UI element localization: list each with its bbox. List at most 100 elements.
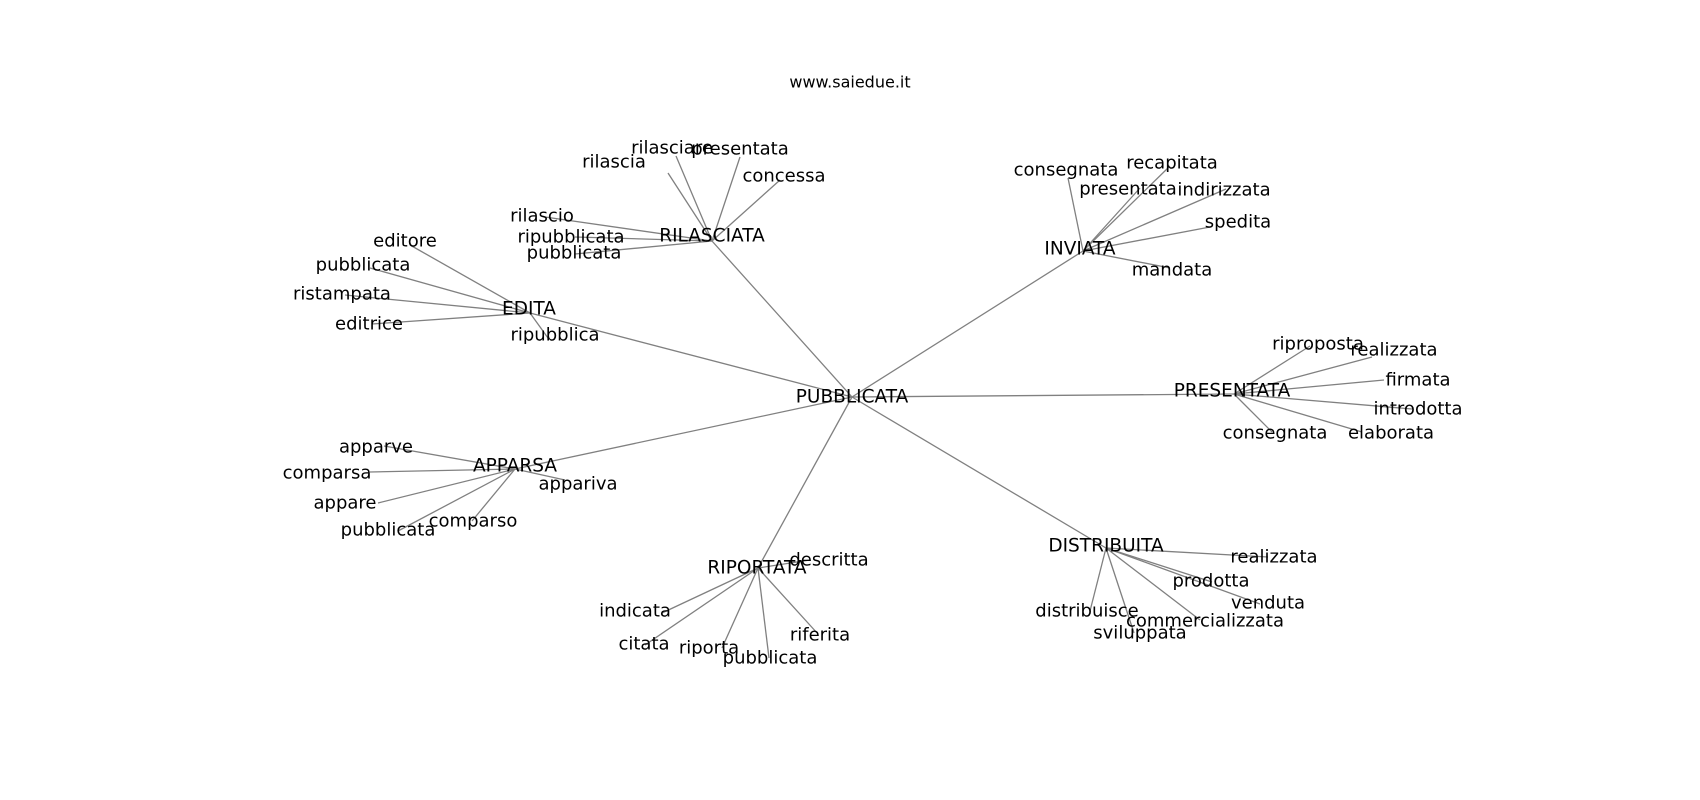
edge-2-1: [1082, 165, 1171, 252]
edge-1-1: [369, 267, 531, 314]
edge-2-3: [1082, 188, 1227, 252]
edge-2-5: [1082, 250, 1171, 269]
edge-5-1: [661, 567, 759, 614]
leaf-node-label: appariva: [539, 474, 618, 495]
leaf-node-label: realizzata: [1230, 547, 1317, 568]
leaf-node-label: presentata: [691, 139, 789, 160]
leaf-node-label: pubblicata: [316, 255, 411, 276]
branch-node-label: RIPORTATA: [707, 558, 806, 579]
edge-3-1: [1233, 356, 1373, 395]
leaf-node-label: elaborata: [1348, 423, 1434, 444]
leaf-node-label: editore: [373, 231, 437, 252]
edge-0-0: [667, 172, 713, 242]
branch-node-label: APPARSA: [473, 456, 557, 477]
leaf-node-label: indirizzata: [1177, 180, 1270, 201]
edge-4-4: [471, 468, 516, 522]
leaf-node-label: venduta: [1231, 593, 1305, 614]
edge-2-4: [1082, 226, 1211, 252]
edge-0-3: [711, 179, 781, 242]
leaf-node-label: prodotta: [1172, 571, 1249, 592]
edge-6-0: [1105, 547, 1269, 558]
edge-root-1: [529, 312, 853, 398]
graph-edges: [344, 155, 1413, 659]
leaf-node-label: firmata: [1385, 370, 1450, 391]
leaf-node-label: presentata: [1079, 179, 1177, 200]
edge-4-1: [369, 468, 516, 473]
leaf-node-label: comparsa: [283, 463, 372, 484]
edge-root-4: [514, 396, 853, 470]
leaf-node-label: comparso: [429, 511, 518, 532]
leaf-node-label: realizzata: [1350, 340, 1437, 361]
leaf-node-label: consegnata: [1223, 423, 1328, 444]
root-node-label: PUBBLICATA: [796, 387, 909, 408]
leaf-node-label: rilascio: [510, 206, 574, 227]
leaf-node-label: distribuisce: [1035, 601, 1138, 622]
leaf-node-label: pubblicata: [723, 648, 818, 669]
leaf-node-label: recapitata: [1126, 153, 1218, 174]
leaf-node-label: spedita: [1205, 212, 1271, 233]
leaf-node-label: commercializzata: [1126, 611, 1284, 632]
edge-root-5: [757, 396, 853, 569]
edge-5-4: [757, 567, 770, 659]
edge-5-5: [757, 567, 819, 635]
edge-1-3: [371, 312, 531, 325]
leaf-node-label: sviluppata: [1093, 623, 1186, 644]
leaf-node-label: editrice: [335, 314, 403, 335]
edge-4-5: [514, 468, 566, 481]
edge-0-2: [711, 156, 741, 242]
edge-4-2: [377, 468, 516, 504]
edge-5-2: [644, 567, 759, 646]
leaf-node-label: indicata: [599, 601, 671, 622]
leaf-node-label: introdotta: [1373, 399, 1462, 420]
leaf-node-label: concessa: [742, 166, 825, 187]
leaf-node-label: ripubblica: [510, 325, 599, 346]
leaf-node-label: rilasciare: [631, 138, 713, 159]
edge-3-0: [1233, 345, 1311, 395]
edge-4-0: [383, 445, 516, 470]
branch-node-label: EDITA: [502, 299, 556, 320]
graph-nodes: PUBBLICATARILASCIATArilasciarilasciarepr…: [283, 138, 1463, 669]
leaf-node-label: descritta: [789, 550, 868, 571]
site-title: www.saiedue.it: [789, 73, 910, 92]
edge-1-2: [344, 294, 531, 314]
leaf-node-label: consegnata: [1014, 160, 1119, 181]
edge-3-5: [1233, 393, 1363, 433]
edge-0-1: [675, 155, 713, 242]
edge-3-4: [1233, 393, 1273, 433]
leaf-node-label: mandata: [1132, 260, 1213, 281]
leaf-node-label: pubblicata: [341, 520, 436, 541]
leaf-node-label: appare: [314, 493, 377, 514]
leaf-node-label: riporta: [679, 638, 739, 659]
edge-4-3: [397, 468, 516, 532]
edge-1-0: [409, 244, 531, 314]
edge-6-5: [1105, 547, 1135, 634]
edge-6-3: [1089, 547, 1107, 612]
edge-root-6: [851, 396, 1107, 549]
edge-6-4: [1105, 547, 1201, 621]
leaf-node-label: ristampata: [293, 284, 391, 305]
edge-0-5: [574, 236, 713, 242]
leaf-node-label: ripubblicata: [517, 227, 624, 248]
edge-0-4: [544, 216, 713, 242]
branch-node-label: RILASCIATA: [659, 226, 765, 247]
edge-3-3: [1233, 393, 1413, 410]
leaf-node-label: riproposta: [1272, 334, 1364, 355]
edge-root-3: [851, 393, 1235, 398]
edge-5-3: [721, 567, 759, 649]
edge-6-1: [1105, 547, 1213, 583]
branch-node-label: PRESENTATA: [1174, 381, 1291, 402]
edge-2-2: [1082, 187, 1141, 252]
edge-2-0: [1067, 177, 1084, 252]
branch-node-label: INVIATA: [1044, 239, 1115, 260]
edge-6-2: [1105, 547, 1261, 605]
leaf-node-label: citata: [618, 634, 669, 655]
branch-node-label: DISTRIBUITA: [1048, 536, 1164, 557]
edge-3-2: [1233, 379, 1385, 395]
edge-root-2: [851, 250, 1084, 398]
leaf-node-label: riferita: [790, 625, 850, 646]
leaf-node-label: rilascia: [582, 152, 646, 173]
edge-5-0: [757, 559, 811, 569]
leaf-node-label: pubblicata: [527, 243, 622, 264]
leaf-node-label: apparve: [339, 437, 413, 458]
